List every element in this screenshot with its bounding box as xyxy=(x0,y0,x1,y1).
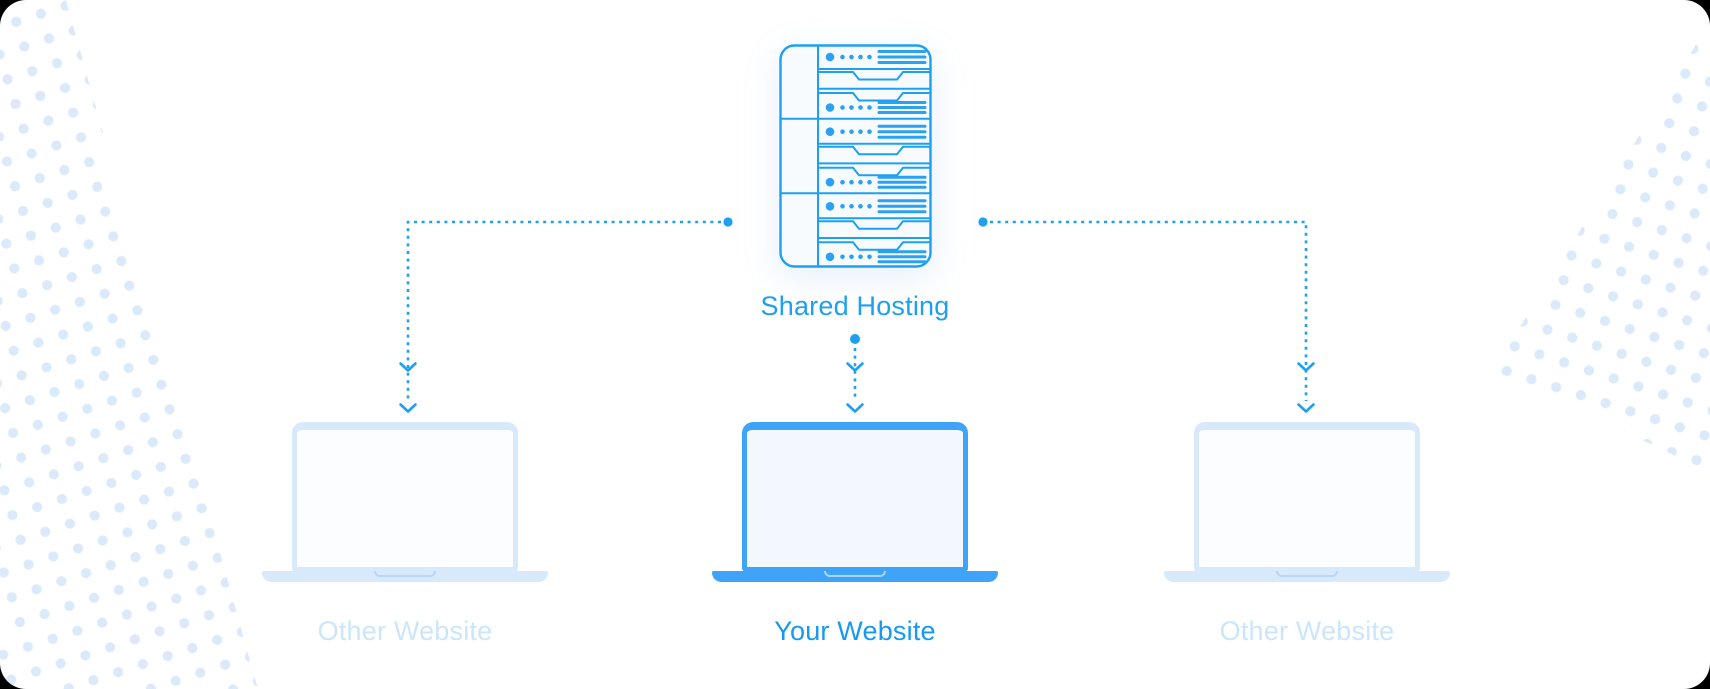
arrowhead-right-end xyxy=(1297,403,1315,413)
connector-right xyxy=(990,220,1308,401)
connector-origin-dot-center xyxy=(850,334,860,344)
laptop-base xyxy=(1164,571,1450,582)
arrowhead-center-end xyxy=(846,403,864,413)
laptop-screen xyxy=(292,422,518,572)
laptop-your-website xyxy=(712,422,998,584)
laptop-screen xyxy=(742,422,968,572)
server-rack-icon xyxy=(779,44,932,268)
dot-pattern-left xyxy=(0,0,258,689)
your-website-label: Your Website xyxy=(774,616,936,646)
shared-hosting-label: Shared Hosting xyxy=(760,291,950,321)
other-website-label-left: Other Website xyxy=(317,616,493,646)
arrowhead-left-end xyxy=(399,403,417,413)
laptop-notch xyxy=(824,571,886,577)
dot-pattern-right xyxy=(1493,22,1710,472)
laptop-other-website-left xyxy=(262,422,548,584)
laptop-base xyxy=(712,571,998,582)
arrowhead-right-mid xyxy=(1297,362,1315,372)
laptop-other-website-right xyxy=(1164,422,1450,584)
arrowhead-left-mid xyxy=(399,362,417,372)
other-website-label-right: Other Website xyxy=(1219,616,1395,646)
laptop-notch xyxy=(374,571,436,577)
dot-pattern-texture xyxy=(0,0,258,689)
laptop-base xyxy=(262,571,548,582)
dot-pattern-texture xyxy=(1493,22,1710,472)
connector-origin-dot-right xyxy=(978,217,988,227)
connector-left xyxy=(406,220,721,401)
arrowhead-center-mid xyxy=(846,362,864,372)
laptop-screen xyxy=(1194,422,1420,572)
connector-origin-dot-left xyxy=(723,217,733,227)
laptop-notch xyxy=(1276,571,1338,577)
